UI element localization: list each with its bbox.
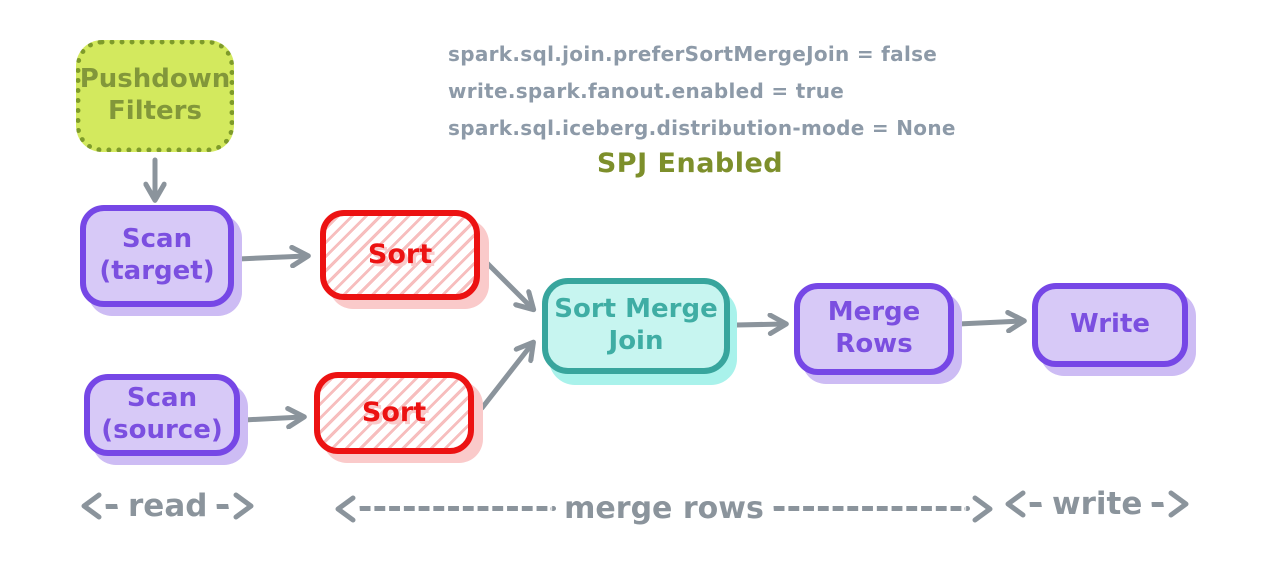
node-scan-source: Scan (source): [84, 374, 240, 456]
arrow-join-to-merge-rows: [733, 324, 784, 325]
phase-arrow-write: write: [1004, 486, 1202, 522]
node-sort-top: Sort: [320, 210, 480, 300]
spj-enabled-label: SPJ Enabled: [596, 148, 784, 179]
dashed-line: [358, 506, 557, 511]
node-scan-target-label: Scan (target): [99, 224, 215, 286]
chevron-left-icon: [1005, 490, 1026, 518]
phase-merge-rows-label: merge rows: [564, 491, 764, 526]
node-merge-rows: Merge Rows: [794, 283, 954, 375]
chevron-left-icon: [81, 492, 102, 520]
node-sort-merge-join-label: Sort Merge Join: [554, 294, 718, 356]
node-scan-target: Scan (target): [80, 205, 234, 307]
phase-arrow-read: read: [80, 488, 264, 524]
phase-arrow-merge-rows: merge rows: [334, 491, 994, 526]
config-line-fanout-enabled: write.spark.fanout.enabled = true: [448, 79, 845, 103]
node-pushdown-filters: Pushdown Filters: [76, 40, 234, 152]
node-sort-merge-join: Sort Merge Join: [542, 278, 730, 374]
chevron-left-icon: [335, 495, 356, 522]
arrow-merge-rows-to-write: [955, 321, 1022, 324]
node-sort-top-label: Sort: [367, 238, 433, 270]
dashed-line: [1150, 501, 1167, 507]
dashed-line: [104, 503, 120, 509]
node-sort-bottom-label: Sort: [361, 396, 427, 428]
arrow-scan-source-to-sort-bottom: [241, 417, 302, 420]
chevron-right-icon: [972, 495, 993, 522]
arrow-sort-top-to-join: [483, 259, 532, 308]
config-line-prefer-sort-merge-join: spark.sql.join.preferSortMergeJoin = fal…: [448, 42, 938, 66]
arrow-scan-target-to-sort-top: [235, 256, 306, 259]
dashed-line: [215, 503, 232, 509]
node-sort-bottom: Sort: [314, 372, 474, 454]
arrow-sort-bottom-to-join: [479, 344, 532, 411]
node-write: Write: [1032, 283, 1188, 367]
chevron-right-icon: [1168, 490, 1189, 518]
config-line-distribution-mode: spark.sql.iceberg.distribution-mode = No…: [448, 116, 956, 140]
phase-write-label: write: [1052, 486, 1143, 522]
dashed-line: [1028, 501, 1044, 507]
dashed-line: [771, 506, 970, 511]
node-pushdown-filters-label: Pushdown Filters: [79, 64, 231, 126]
chevron-right-icon: [233, 492, 254, 520]
node-merge-rows-label: Merge Rows: [827, 297, 921, 359]
node-scan-source-label: Scan (source): [101, 383, 223, 445]
config-annotations: spark.sql.join.preferSortMergeJoin = fal…: [448, 36, 1008, 147]
node-write-label: Write: [1069, 309, 1151, 340]
phase-read-label: read: [128, 488, 208, 524]
